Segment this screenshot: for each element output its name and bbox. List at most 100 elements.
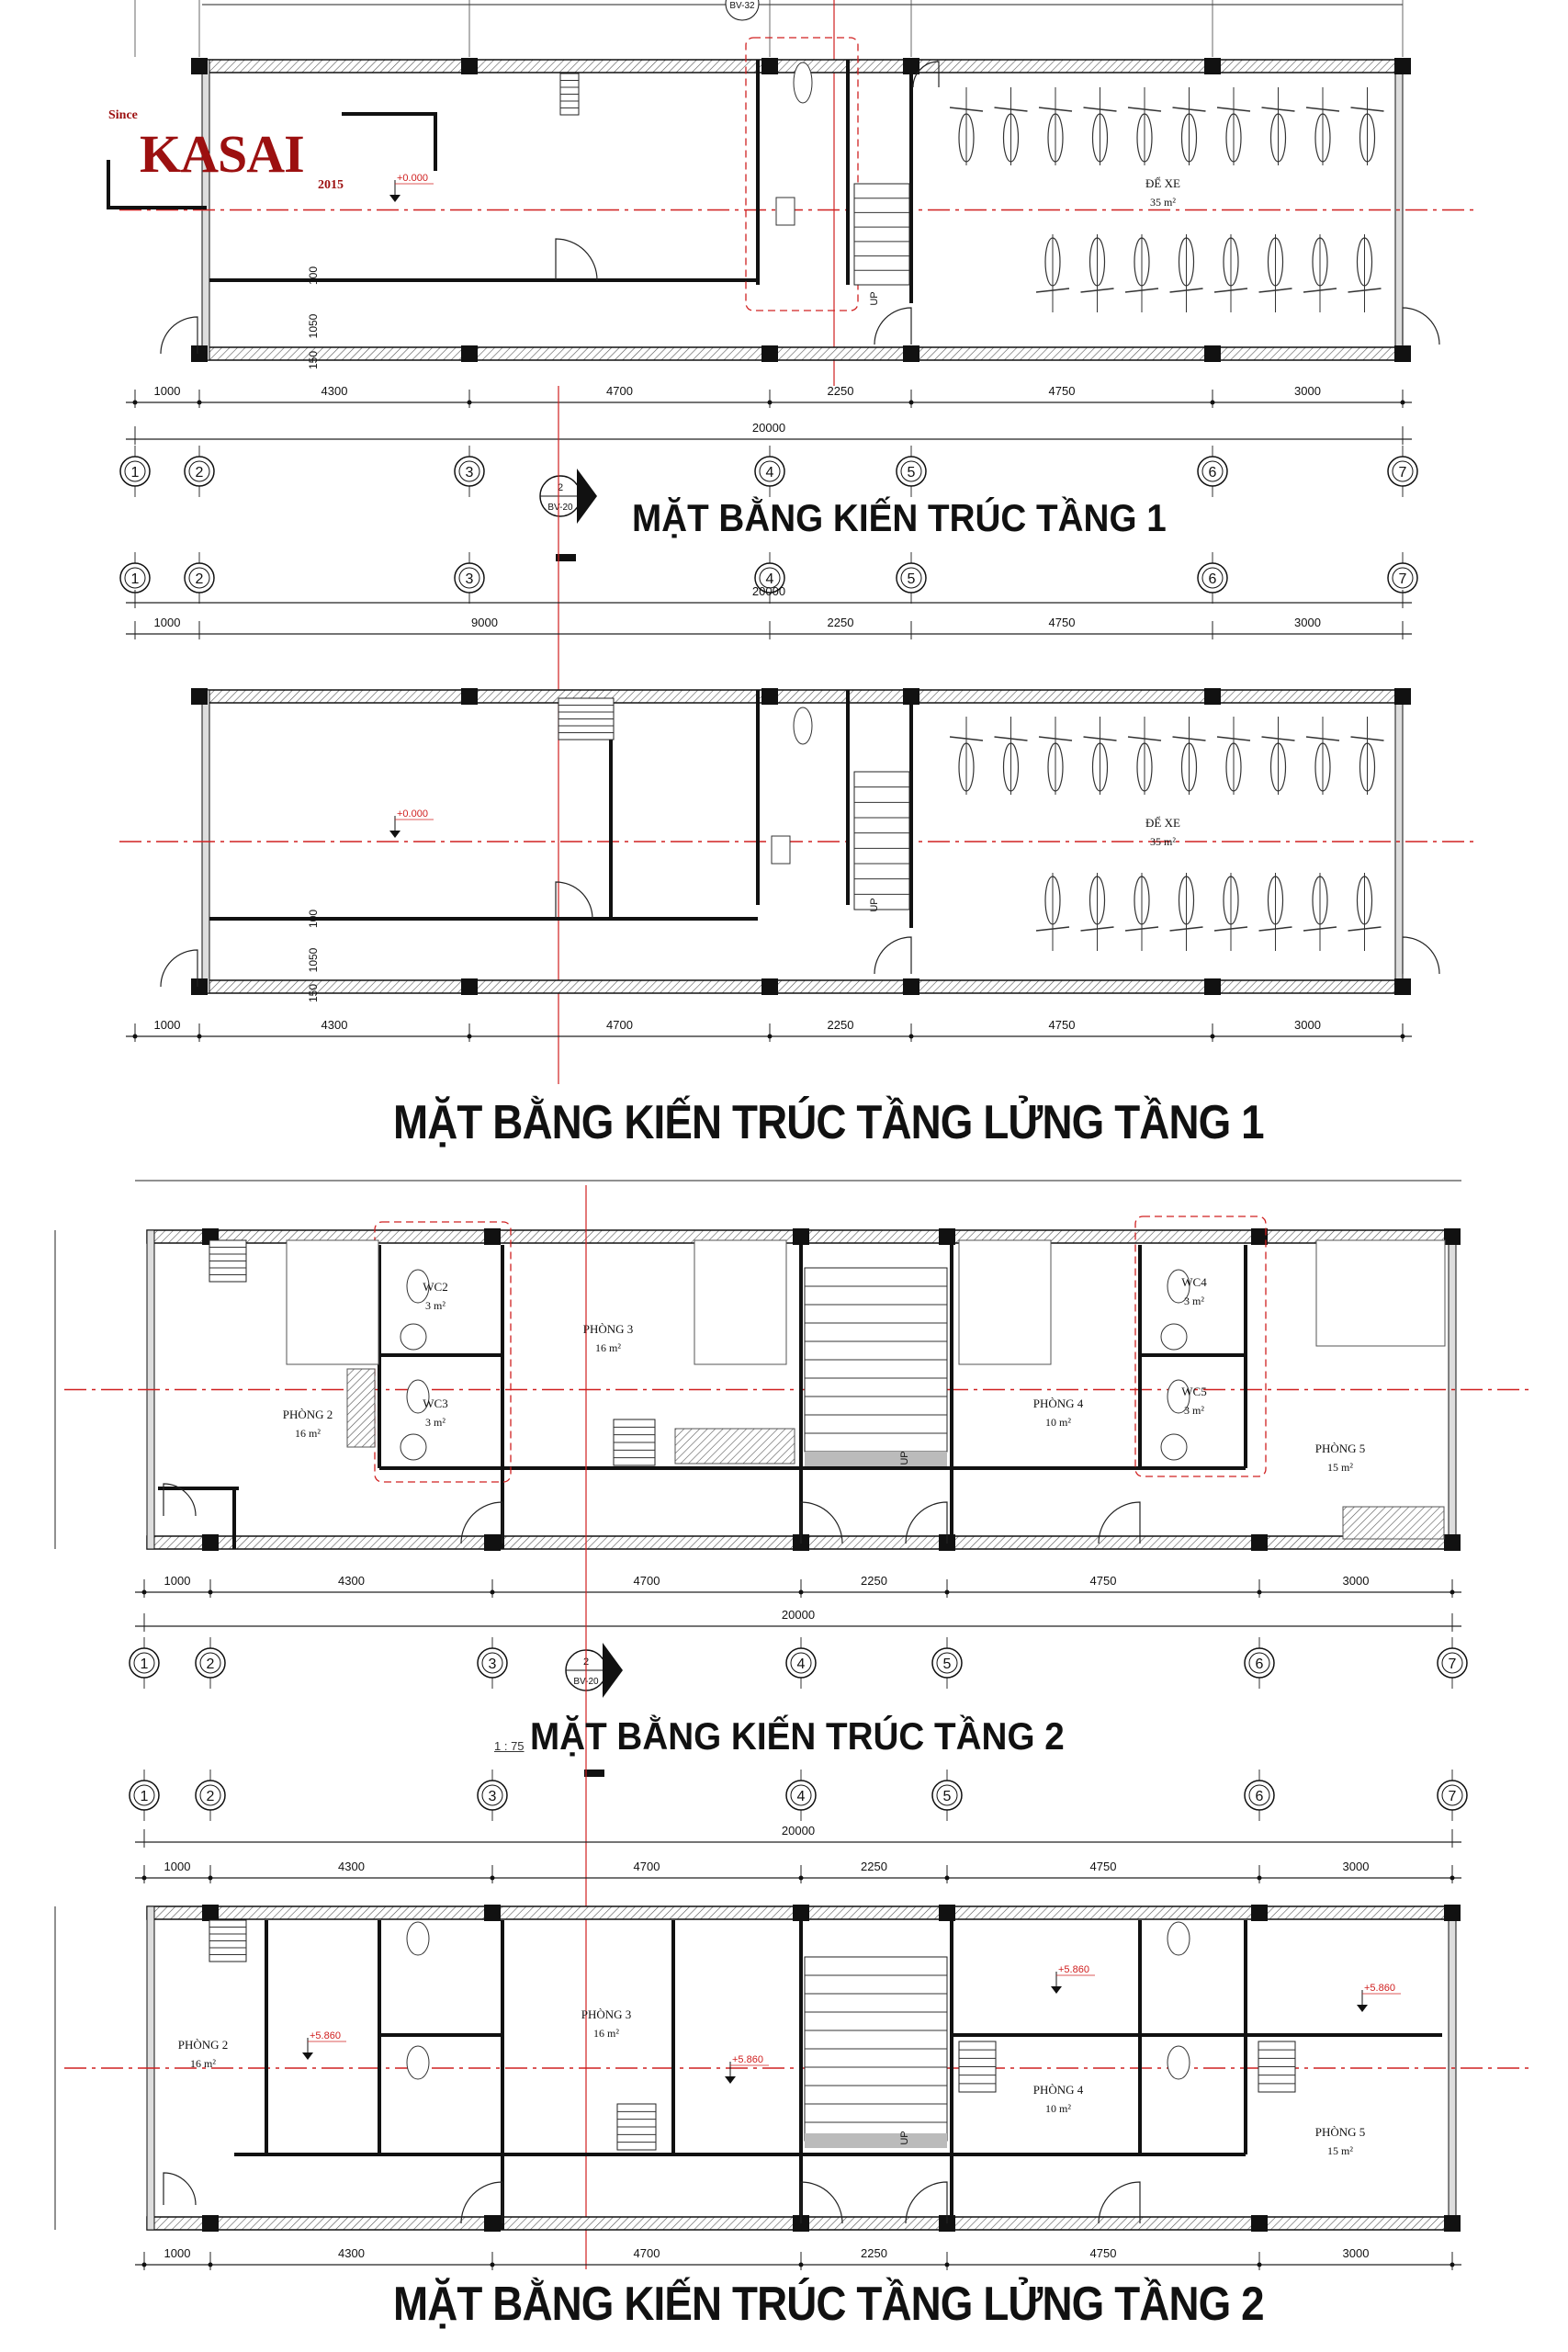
plan4-column [1444,1905,1461,1921]
toilet-icon [1167,1921,1190,1956]
plan2-column [903,978,919,995]
plan4-column [793,1905,809,1921]
grid-bubble-inner [1248,1652,1270,1674]
grid-bubble-inner [1201,567,1224,589]
sink-icon [771,835,791,865]
sink-icon [400,1433,427,1461]
grid-label-2: 2 [207,1657,215,1672]
dim-row-label: 3000 [1294,1018,1321,1032]
plan3-column [202,1534,219,1551]
side-dim-label: 150 [307,984,320,1002]
dim-row-label: 4750 [1090,2246,1117,2260]
plan2-column [461,978,478,995]
plan4-column [1251,2215,1268,2232]
door-swing [160,316,198,355]
plan1-column [1204,345,1221,362]
dim-row-label: 4300 [321,384,348,398]
grid-bubble-inner [1201,460,1224,482]
plan4-column [1444,2215,1461,2232]
sink-icon [1160,1323,1188,1351]
side-dim-label: 100 [307,910,320,928]
plan-title-mezzanine-2: MẶT BẰNG KIẾN TRÚC TẦNG LỬNG TẦNG 2 [393,2278,1265,2331]
room-parking-area: 35 m² [1150,835,1176,848]
grid-label-7: 7 [1449,1789,1457,1804]
top-dim-row-label: 4750 [1049,616,1076,629]
bed-icon [694,1239,787,1365]
top-dim-row-label: 1000 [154,616,181,629]
top-dim-row-label: 3000 [1294,616,1321,629]
room-wc5-name: WC5 [1181,1385,1206,1398]
door-swing [800,1501,843,1544]
plan2-column [191,688,208,705]
section-ref-top-label: BV-32 [729,1,755,11]
grid-label-2: 2 [196,571,204,587]
dim-row-tick-dot [944,1589,950,1595]
stair-landing [805,2133,947,2148]
side-dim-label: 100 [307,266,320,285]
plan1-column [191,345,208,362]
dim-row-tick-dot [1450,1589,1455,1595]
level-label: +0.000 [397,808,428,820]
dim-row-tick-dot [208,1589,213,1595]
toilet-icon [793,707,813,745]
door-swing [555,238,598,281]
plan3-column [1251,1228,1268,1245]
toilet-icon [1167,1379,1190,1414]
dim-row-tick-dot [197,1034,202,1039]
dim-row-tick-dot [944,2262,950,2267]
grid-label-1: 1 [131,571,140,587]
grid-bubble-inner [1392,567,1414,589]
room-phong-3-name: PHÒNG 3 [583,1322,634,1336]
dim-row-tick-dot [908,1034,914,1039]
grid-bubble-inner [188,567,210,589]
room-phong-4-area: 10 m² [1045,1416,1071,1429]
sink-icon [400,1323,427,1351]
level-label: +5.860 [1364,1983,1395,1994]
room-wc3-area: 3 m² [425,1416,446,1429]
section-number: 2 [558,482,563,493]
grid-label-5: 5 [908,465,916,481]
section-ref-top [725,0,760,21]
room-phong-3-area: 16 m² [593,2027,619,2040]
dim-row-tick-dot [798,2262,804,2267]
dim-row-label: 2250 [828,1018,854,1032]
dim-row-label: 4700 [634,2246,660,2260]
grid-bubble-inner [133,1652,155,1674]
grid-label-2: 2 [207,1789,215,1804]
stair-up-label: UP [869,291,880,305]
dim-row-label: 1000 [154,1018,181,1032]
grid-label-5: 5 [943,1657,952,1672]
grid-bubble-inner [124,567,146,589]
door-swing [555,881,593,920]
plan1-column [1394,58,1411,74]
grid-label-6: 6 [1256,1789,1264,1804]
grid-bubble-inner [790,1652,812,1674]
grid-label-1: 1 [131,465,140,481]
top-dim-row-tick-dot [141,1875,147,1881]
grid-label-6: 6 [1209,571,1217,587]
dim-row-tick-dot [141,2262,147,2267]
dim-row-label: 4300 [338,1574,365,1588]
plan1-wall-bottom [201,346,1404,361]
plan2-wall-top [201,689,1404,704]
level-label: +5.860 [1058,1964,1089,1975]
plan4-column [939,1905,955,1921]
plan-title-mezzanine-1: MẶT BẰNG KIẾN TRÚC TẦNG LỬNG TẦNG 1 [393,1096,1265,1149]
plan4-column [484,1905,501,1921]
plan1-column [461,58,478,74]
door-swing [1098,1501,1141,1544]
room-wc4-name: WC4 [1181,1275,1207,1289]
level-marker-icon [302,2052,313,2060]
plan1-column [191,58,208,74]
dim-row-label: 1000 [154,384,181,398]
section-cut-mark [556,554,576,561]
wardrobe-icon [346,1368,376,1448]
plan1-column [761,345,778,362]
grid-bubble-inner [458,460,480,482]
side-dim-label: 1050 [307,313,320,338]
grid-label-7: 7 [1449,1657,1457,1672]
grid-label-3: 3 [489,1789,497,1804]
side-dim-label: 1050 [307,947,320,972]
grid-bubble-inner [458,567,480,589]
room-wc2-area: 3 m² [425,1299,446,1312]
